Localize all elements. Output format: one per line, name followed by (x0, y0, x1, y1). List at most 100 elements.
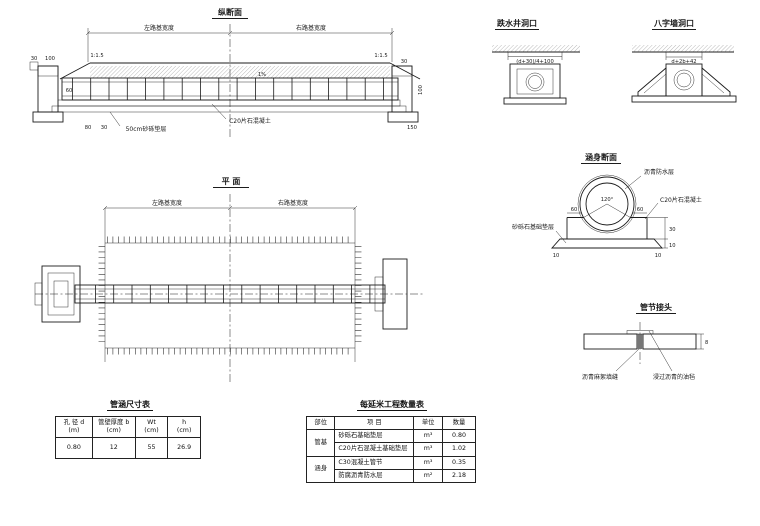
left-slope-label: 1:1.5 (90, 53, 103, 59)
col-header-unit: 单位 (413, 415, 443, 431)
dim-wall-thickness: 8 (705, 340, 708, 346)
item-asphalt-waterproof-layer: 防腐沥青防水层 (334, 468, 415, 483)
plan-right-width-label: 右路基宽度 (278, 199, 308, 207)
gravel-cushion-label: 50cm砂砾垫层 (126, 125, 167, 133)
drop-inlet-title: 跌水井洞口 (497, 18, 537, 28)
fill-hatch-band (90, 66, 390, 78)
joint-caulking (637, 334, 643, 349)
quantity-table-title: 每延米工程数量表 (306, 399, 478, 411)
qty-cell: 0.35 (442, 455, 476, 470)
wing-wall-opening: 八字墙洞口 d+2b+42 (631, 18, 737, 103)
unit-cell: m² (413, 468, 443, 483)
roadbed-width-dimension: 左路基宽度 右路基宽度 (85, 24, 395, 62)
rubble-concrete-label: C20片石混凝土 (229, 117, 271, 125)
culvert-body-section: 涵身断面 120° 60 60 30 10 10 (512, 152, 702, 259)
pipe-opening-circle (525, 72, 545, 92)
dim-100-right: 100 (418, 85, 424, 95)
unit-cell: m³ (413, 442, 443, 457)
left-wing (637, 67, 667, 97)
concrete-foundation (57, 99, 401, 107)
dim-150-bottom-right: 150 (407, 125, 417, 131)
joint-labels: 沥青麻絮填缝 浸过沥青的油毡 (582, 330, 695, 381)
pipe-opening-circle (673, 69, 695, 91)
table-row: C20片石混凝土基础垫层 m³ 1.02 (307, 442, 476, 457)
body-section-title: 涵身断面 (585, 152, 617, 162)
headwall-plan (374, 258, 408, 330)
pipe-plan (74, 284, 386, 304)
col-header-item: 项 目 (334, 415, 415, 431)
unit-cell: m³ (413, 455, 443, 470)
body-section-labels: 沥青防水层 C20片石混凝土 砂砾石基础垫层 (512, 168, 702, 244)
wing-wall-dimension: d+2b+42 (665, 52, 703, 65)
gravel-cushion (51, 105, 407, 113)
table-row: 涵身 C30混凝土管节 m³ 0.35 (305, 455, 476, 483)
col-header-h: h(cm) (167, 415, 201, 439)
pipe-wall-ring (579, 176, 635, 232)
foundation-elevation (51, 99, 407, 113)
pipe-joint-detail: 管节接头 8 沥青麻絮填缝 浸过沥青的油毡 (582, 302, 708, 381)
qty-cell: 2.18 (442, 468, 476, 483)
value-h: 26.9 (167, 437, 201, 460)
table-row: 管基 砂砾石基础垫层 m³ 0.80 (305, 429, 476, 457)
waterproof-layer-circle (577, 174, 637, 234)
drop-inlet-structure (503, 63, 567, 105)
right-endwall-elevation (387, 65, 419, 123)
unit-cell: m³ (413, 429, 443, 444)
part-culvert-body: 涵身 (305, 455, 336, 483)
material-leader-labels: 50cm砂砾垫层 C20片石混凝土 (109, 103, 271, 133)
joint-structure (583, 330, 697, 350)
right-roadbed-width-label: 右路基宽度 (296, 24, 326, 32)
dim-30-top-right: 30 (401, 59, 408, 65)
waterproof-layer-label: 沥青防水层 (644, 168, 674, 176)
pipe-size-table-block: 管涵尺寸表 孔 径 d(m) 管壁厚度 b(cm) Wt(cm) h(cm) 0… (55, 399, 205, 460)
item-rubble-concrete-foundation: C20片石混凝土基础垫层 (334, 442, 415, 457)
drop-inlet-dimension: (d+30)/4+100 (507, 52, 563, 65)
dim-30-bottom-left: 30 (101, 125, 108, 131)
dim-10-cushion: 10 (669, 243, 676, 249)
bedding-angle-label: 120° (601, 197, 614, 203)
dim-10-left-overhang: 10 (553, 253, 560, 259)
pipe-joint-title: 管节接头 (640, 302, 672, 312)
base-slab (503, 97, 567, 105)
felt-label: 浸过沥青的油毡 (653, 373, 695, 381)
pipe-wall-left (583, 333, 638, 350)
wing-wall-width-dim: d+2b+42 (671, 59, 696, 65)
left-endwall-elevation (29, 61, 64, 123)
plan-left-width-label: 左路基宽度 (152, 199, 182, 207)
grade-label: 1% (258, 72, 266, 78)
pipe-bore (585, 182, 629, 226)
rubble-concrete-label: C20片石混凝土 (660, 196, 702, 204)
pipe-plan-outline (74, 284, 386, 304)
base-slab (631, 95, 737, 103)
dim-60-left: 60 (571, 207, 578, 213)
qty-cell: 1.02 (442, 442, 476, 457)
bedding-angle: 120° (583, 197, 631, 218)
dim-80-bottom-left: 80 (85, 125, 92, 131)
ground-hatch (632, 45, 734, 52)
joint-dimension: 8 (696, 333, 708, 350)
dim-60-right: 60 (637, 207, 644, 213)
wing-wall-title: 八字墙洞口 (653, 18, 694, 28)
caulk-label: 沥青麻絮填缝 (582, 373, 618, 381)
dim-30-depth: 30 (669, 227, 676, 233)
quantity-table-block: 每延米工程数量表 部位 项 目 单位 数量 管基 砂砾石基础垫层 m³ 0.80… (305, 399, 478, 483)
right-slope-label: 1:1.5 (374, 53, 387, 59)
pipe-size-table-title: 管涵尺寸表 (55, 399, 205, 411)
longitudinal-section: 纵断面 左路基宽度 右路基宽度 1:1.5 1:1.5 1% (29, 7, 424, 138)
dim-60-left: 60 (66, 88, 73, 94)
qty-cell: 0.80 (442, 429, 476, 444)
drop-inlet-width-dim: (d+30)/4+100 (516, 59, 554, 65)
headwall (665, 63, 703, 97)
value-diameter: 0.80 (55, 437, 93, 460)
col-header-diameter: 孔 径 d(m) (55, 415, 93, 439)
table-row: 防腐沥青防水层 m² 2.18 (307, 468, 476, 483)
quantity-table: 部位 项 目 单位 数量 管基 砂砾石基础垫层 m³ 0.80 C20片石混凝土… (305, 415, 476, 483)
drop-inlet-opening: 跌水井洞口 (d+30)/4+100 (492, 18, 580, 105)
plan-roadbed-dimension: 左路基宽度 右路基宽度 (102, 199, 358, 226)
dim-10-right-overhang: 10 (655, 253, 662, 259)
wing-wall-structure (631, 63, 737, 103)
felt-wrap-strip (626, 330, 654, 335)
left-roadbed-width-label: 左路基宽度 (144, 24, 174, 32)
